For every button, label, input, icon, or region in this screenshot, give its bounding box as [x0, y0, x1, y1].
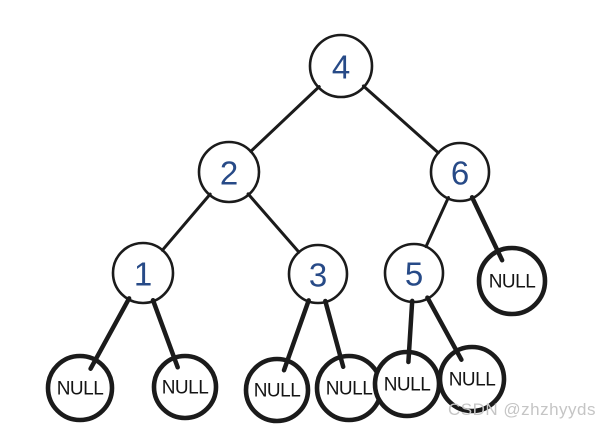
tree-edge-n4-n6	[361, 84, 440, 155]
tree-node-null-1r: NULL	[151, 353, 219, 421]
tree-edge-n2-n3	[246, 192, 301, 254]
tree-edge-n5-null-5l	[406, 298, 415, 365]
null-circle	[151, 353, 219, 421]
tree-node-2: 2	[197, 140, 261, 204]
node-circle	[197, 140, 261, 204]
node-label: 1	[134, 256, 152, 293]
tree-node-null-3r: NULL	[314, 353, 384, 423]
tree-node-4: 4	[308, 33, 374, 99]
tree-edge-n6-n5	[424, 196, 450, 249]
node-circle	[287, 243, 349, 305]
tree-node-1: 1	[111, 241, 175, 305]
node-circle	[429, 141, 491, 203]
tree-edge-n1-null-1l	[88, 296, 132, 371]
node-label: 5	[405, 256, 423, 293]
node-label: 2	[220, 155, 238, 192]
null-circle	[243, 356, 311, 424]
node-label: NULL	[384, 375, 431, 396]
tree-node-null-6r: NULL	[476, 245, 548, 317]
tree-edge-n4-n2	[249, 85, 321, 153]
tree-edge-n3-null-3l	[281, 298, 311, 373]
node-label: NULL	[489, 272, 536, 293]
node-label: NULL	[254, 381, 301, 402]
null-circle	[437, 344, 507, 414]
watermark: CSDN @zhzhyyds	[447, 400, 596, 419]
tree-node-null-3l: NULL	[243, 356, 311, 424]
tree-edge-n2-n1	[160, 192, 212, 252]
tree-edge-n3-null-3r	[323, 298, 346, 370]
node-label: 6	[451, 155, 469, 192]
tree-edge-n6-null-6r	[469, 195, 505, 263]
node-label: NULL	[57, 379, 104, 400]
node-label: NULL	[449, 370, 496, 391]
tree-node-6: 6	[429, 141, 491, 203]
tree-edge-n5-null-5r	[425, 295, 464, 362]
node-label: NULL	[162, 378, 209, 399]
tree-node-null-1l: NULL	[45, 353, 115, 423]
tree-edge-n1-null-1r	[150, 297, 180, 370]
node-circle	[308, 33, 374, 99]
node-label: 4	[332, 49, 350, 86]
tree-node-null-5r: NULL	[437, 344, 507, 414]
null-circle	[45, 353, 115, 423]
node-circle	[111, 241, 175, 305]
node-label: NULL	[326, 379, 373, 400]
tree-node-3: 3	[287, 243, 349, 305]
null-circle	[476, 245, 548, 317]
node-label: 3	[309, 257, 327, 294]
tree-node-5: 5	[383, 242, 445, 304]
